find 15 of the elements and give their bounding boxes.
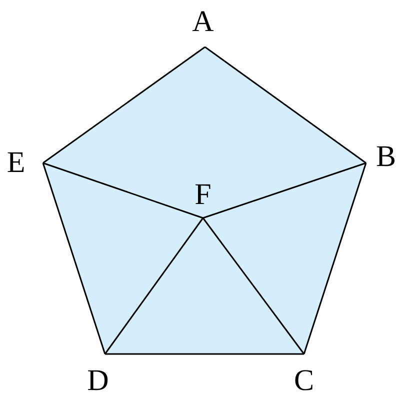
point-label: E bbox=[6, 148, 26, 178]
line-segment bbox=[303, 162, 367, 354]
line-segment bbox=[42, 46, 206, 164]
point-label: F bbox=[194, 180, 212, 210]
line-segment bbox=[202, 218, 305, 354]
line-segment bbox=[105, 353, 304, 355]
line-segment bbox=[42, 162, 106, 354]
line-segment bbox=[104, 218, 204, 354]
point-label: A bbox=[192, 7, 214, 37]
point-label: C bbox=[294, 366, 314, 396]
line-segment bbox=[202, 162, 366, 219]
line-segment bbox=[42, 162, 204, 219]
point-label: B bbox=[376, 142, 396, 172]
line-segment bbox=[204, 46, 366, 164]
point-label: D bbox=[87, 366, 109, 396]
